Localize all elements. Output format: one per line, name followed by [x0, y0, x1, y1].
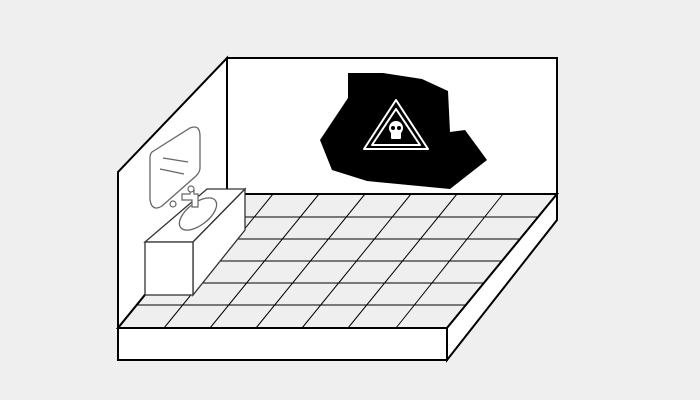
mold-stain [320, 73, 487, 189]
warning-triangle-icon [363, 99, 429, 150]
tile-column-line [209, 193, 320, 329]
tile-column-line [301, 193, 412, 329]
floor-tile-grid [136, 193, 539, 329]
tile-column-line [255, 193, 366, 329]
tile-column-line [395, 193, 504, 329]
floor-slab-front [117, 327, 448, 361]
skull-icon [389, 121, 403, 139]
sink [143, 187, 247, 297]
tile-column-line [347, 193, 458, 329]
mirror [149, 126, 201, 209]
floor-slab-side [446, 191, 558, 363]
faucet [169, 185, 199, 208]
